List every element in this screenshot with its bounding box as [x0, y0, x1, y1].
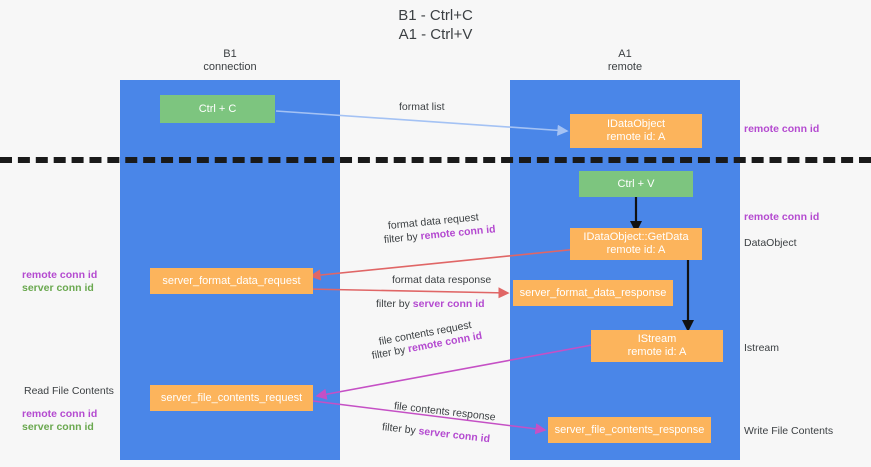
box-idataobject-line2: remote id: A [606, 131, 666, 143]
lane-header-a1-role: remote [607, 61, 643, 73]
filter-prefix: filter by [381, 421, 420, 438]
box-istream-line1: IStream [637, 333, 677, 345]
label-file-contents-response-filter: filter by server conn id [381, 421, 490, 446]
lane-header-b1-role: connection [203, 61, 257, 73]
right-label-write-file-contents: Write File Contents [744, 425, 834, 437]
box-server-file-contents-response[interactable]: server_file_contents_response [548, 417, 711, 443]
lane-header-a1-name: A1 [618, 48, 632, 60]
label-format-list: format list [399, 101, 445, 113]
box-server-format-data-request[interactable]: server_format_data_request [150, 268, 313, 294]
box-idataobject-line1: IDataObject [606, 118, 666, 130]
left-label-server-conn-id-mid: server conn id [22, 282, 94, 294]
right-label-remote-conn-id-mid: remote conn id [744, 211, 820, 223]
box-getdata-line2: remote id: A [606, 244, 666, 256]
phase-separator [0, 157, 871, 163]
filter-prefix: filter by [383, 230, 422, 246]
right-label-istream: Istream [744, 342, 780, 354]
left-label-read-file-contents: Read File Contents [24, 385, 114, 397]
label-format-data-response-filter: filter by server conn id [376, 298, 485, 311]
label-file-contents-response: file contents response [393, 400, 497, 424]
box-ctrl-c[interactable]: Ctrl + C [160, 95, 275, 123]
left-label-server-conn-id-bottom: server conn id [22, 421, 94, 433]
filter-key-server-conn-id: server conn id [412, 298, 485, 310]
box-server-file-contents-request[interactable]: server_file_contents_request [150, 385, 313, 411]
left-label-remote-conn-id-mid: remote conn id [22, 269, 98, 281]
box-getdata-line1: IDataObject::GetData [583, 231, 689, 243]
lane-header-b1-name: B1 [223, 48, 237, 60]
title-line-1: B1 - Ctrl+C [398, 7, 473, 24]
box-istream-line2: remote id: A [627, 346, 687, 358]
lane-header-b1: B1 connection [120, 48, 340, 74]
box-ctrl-v[interactable]: Ctrl + V [579, 171, 693, 197]
box-istream[interactable]: IStream remote id: A [591, 330, 723, 362]
filter-prefix: filter by [376, 298, 413, 310]
filter-prefix: filter by [370, 343, 410, 362]
box-idataobject-getdata[interactable]: IDataObject::GetData remote id: A [570, 228, 702, 260]
right-label-dataobject: DataObject [744, 237, 797, 249]
box-idataobject[interactable]: IDataObject remote id: A [570, 114, 702, 148]
label-format-data-response: format data response [392, 274, 492, 286]
lane-header-a1: A1 remote [510, 48, 740, 74]
diagram-title: B1 - Ctrl+C A1 - Ctrl+V [0, 6, 871, 44]
title-line-2: A1 - Ctrl+V [398, 26, 473, 43]
box-server-format-data-response[interactable]: server_format_data_response [513, 280, 673, 306]
right-label-remote-conn-id-top: remote conn id [744, 123, 820, 135]
left-label-remote-conn-id-bottom: remote conn id [22, 408, 98, 420]
filter-key-server-conn-id: server conn id [417, 425, 491, 446]
